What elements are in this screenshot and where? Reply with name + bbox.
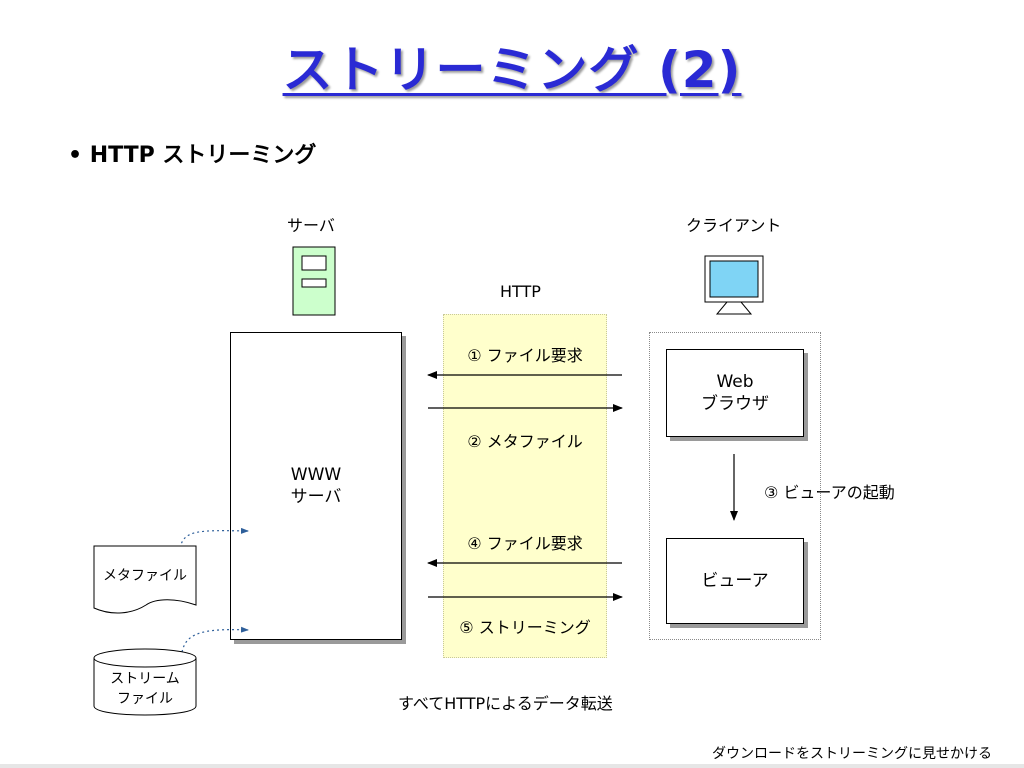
viewer-box: ビューア: [666, 538, 804, 624]
stream-file-label: ストリーム ファイル: [94, 669, 196, 709]
http-protocol-label: HTTP: [500, 282, 541, 301]
stream-file-link: [181, 626, 249, 653]
footer-divider: [0, 764, 1024, 768]
meta-file-label: メタファイル: [103, 568, 187, 584]
http-transfer-band: [443, 314, 607, 658]
step-1-label: ① ファイル要求: [467, 346, 583, 365]
www-server-line2: サーバ: [290, 487, 342, 507]
meta-file-link: [179, 527, 249, 549]
step-3-label: ③ ビューアの起動: [764, 483, 895, 502]
www-server-box: WWW サーバ: [230, 332, 402, 640]
server-label: サーバ: [287, 216, 335, 235]
web-browser-box: Web ブラウザ: [666, 349, 804, 437]
www-server-line1: WWW: [290, 465, 342, 485]
web-browser-line1: Web: [716, 372, 754, 392]
bullet-http-streaming: • HTTP ストリーミング: [68, 143, 317, 168]
viewer-label: ビューア: [701, 571, 769, 591]
computer-monitor-icon: [704, 255, 764, 315]
server-icon: [292, 246, 336, 316]
cylinder-storage-icon: [93, 648, 197, 716]
step-4-label: ④ ファイル要求: [467, 534, 583, 553]
step-5-label: ⑤ ストリーミング: [459, 618, 591, 637]
slide-title: ストリーミング (2): [282, 41, 742, 99]
stream-file-line1: ストリーム: [110, 671, 180, 687]
footer-note: ダウンロードをストリーミングに見せかける: [712, 746, 992, 762]
step-2-label: ② メタファイル: [467, 432, 583, 451]
client-label: クライアント: [686, 216, 782, 235]
bottom-caption: すべてHTTPによるデータ転送: [398, 694, 613, 713]
web-browser-line2: ブラウザ: [701, 394, 769, 414]
stream-file-line2: ファイル: [117, 691, 173, 707]
document-icon: [93, 545, 197, 614]
